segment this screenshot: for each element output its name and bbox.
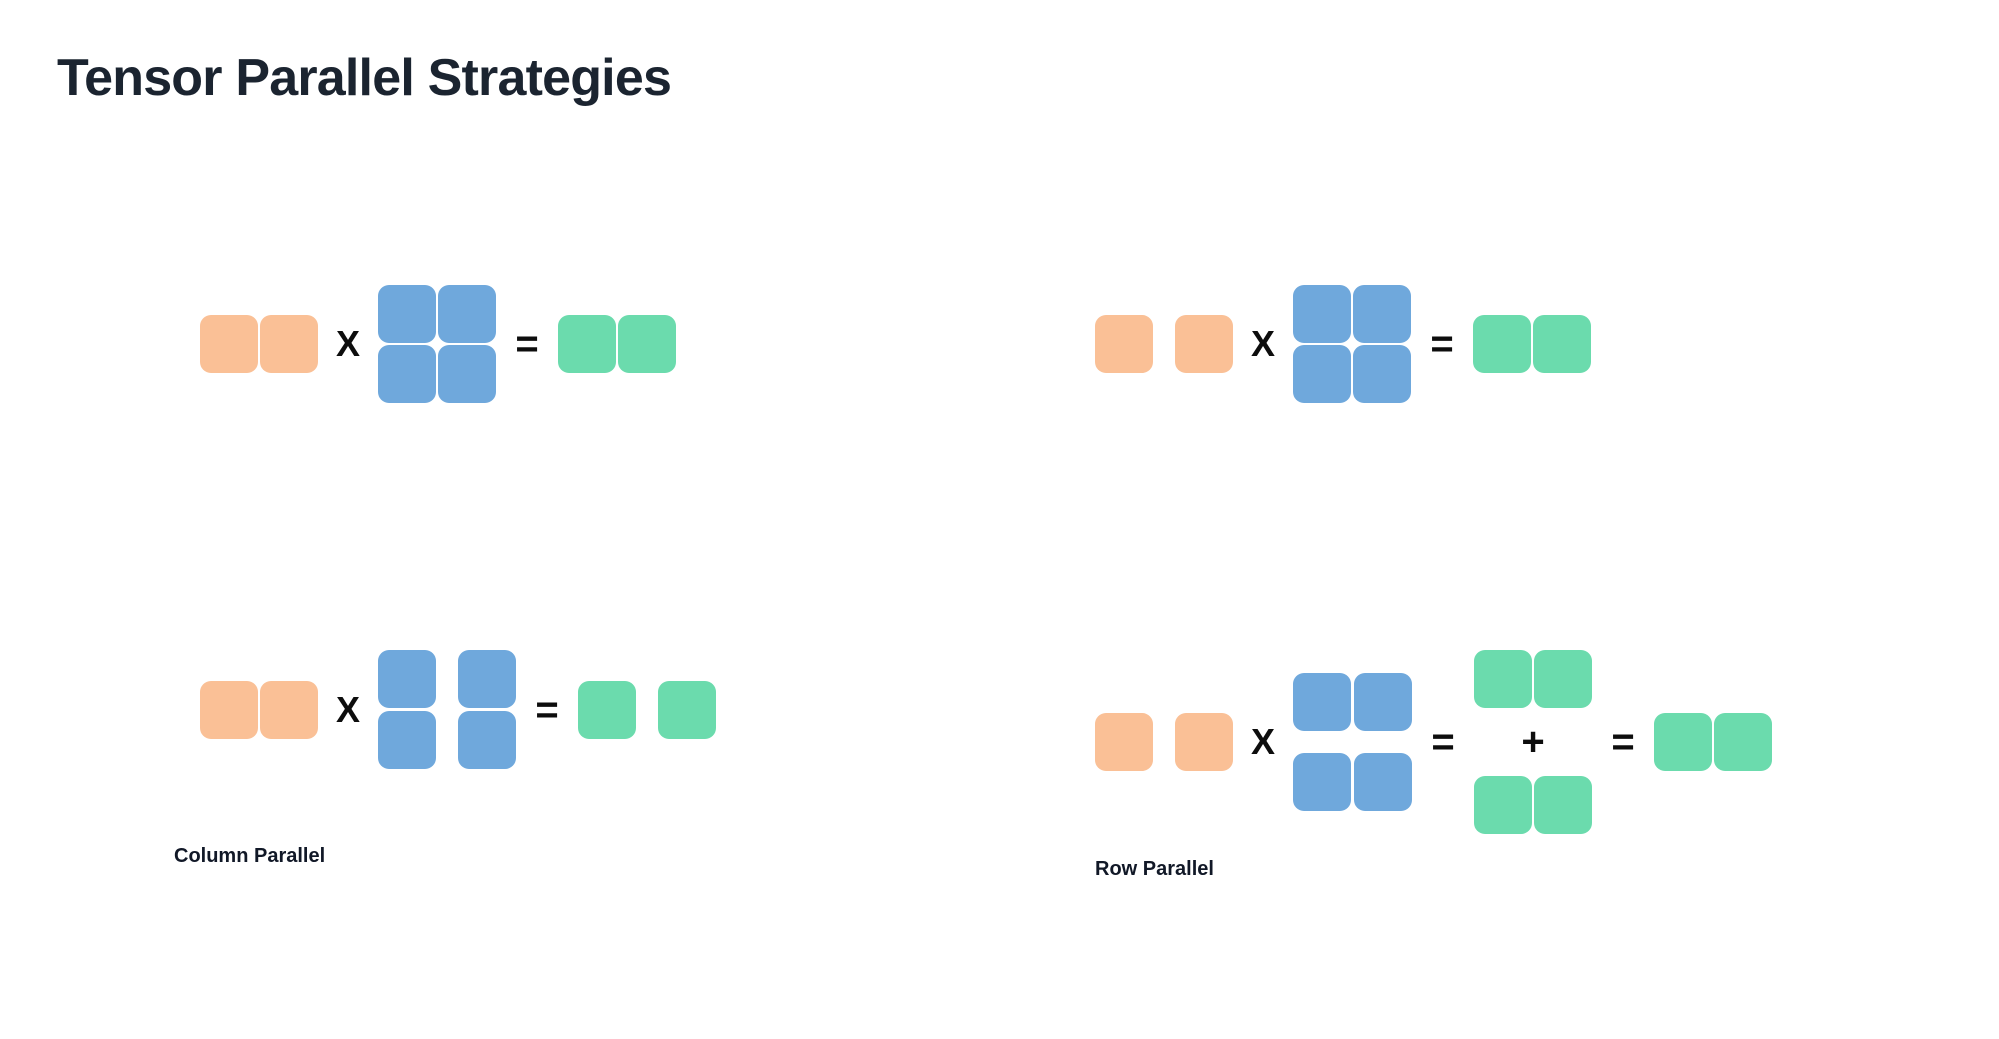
multiply-operator: X bbox=[335, 323, 360, 364]
matrix-cell-orange bbox=[1175, 713, 1233, 771]
matrix-cell-blue bbox=[378, 711, 436, 769]
matrix-cell-green bbox=[658, 680, 716, 739]
weight-matrix-blue-row-split bbox=[1293, 673, 1412, 811]
matrix-cell-blue bbox=[1354, 673, 1412, 731]
matrix-cell-blue bbox=[438, 285, 496, 343]
matrix-cell-blue bbox=[1353, 285, 1411, 343]
caption-column-parallel: Column Parallel bbox=[174, 845, 326, 867]
matrix-cell-orange bbox=[1175, 315, 1233, 373]
output-matrix-green-column-split bbox=[578, 680, 716, 739]
matrix-cell-green bbox=[618, 315, 676, 373]
equals-operator: = bbox=[1430, 322, 1454, 366]
matrix-cell-green bbox=[1654, 713, 1712, 771]
input-matrix-orange bbox=[200, 680, 318, 739]
matrix-cell-green bbox=[558, 315, 616, 373]
matrix-cell-green bbox=[1534, 650, 1592, 708]
matrix-cell-green bbox=[1474, 650, 1532, 708]
equals-operator: = bbox=[1431, 720, 1455, 764]
partial-sums-group: + bbox=[1474, 650, 1592, 834]
matrix-cell-green bbox=[1714, 713, 1772, 771]
matrix-cell-blue bbox=[1293, 345, 1351, 403]
diagram-bottom-right-row-parallel: X = + = bbox=[1095, 650, 1772, 834]
diagram-top-left: X = bbox=[200, 285, 676, 403]
page-title: Tensor Parallel Strategies bbox=[57, 49, 672, 107]
output-matrix-green bbox=[558, 315, 676, 373]
multiply-operator: X bbox=[1250, 721, 1275, 762]
matrix-cell-blue bbox=[378, 650, 436, 708]
output-matrix-green bbox=[1654, 713, 1772, 771]
weight-matrix-blue bbox=[1293, 285, 1411, 403]
matrix-cell-orange bbox=[1095, 315, 1153, 373]
matrix-cell-blue bbox=[458, 711, 516, 769]
matrix-cell-blue bbox=[1353, 345, 1411, 403]
matrix-cell-orange bbox=[1095, 713, 1153, 771]
input-matrix-orange bbox=[200, 315, 318, 373]
matrix-cell-blue bbox=[458, 650, 516, 708]
equals-operator: = bbox=[515, 322, 539, 366]
equals-operator: = bbox=[535, 687, 559, 732]
partial-sum-matrix-green bbox=[1474, 650, 1592, 708]
plus-operator: + bbox=[1521, 720, 1545, 764]
output-matrix-green bbox=[1473, 315, 1591, 373]
matrix-cell-blue bbox=[1293, 673, 1351, 731]
matrix-cell-orange bbox=[260, 680, 318, 739]
weight-matrix-blue-column-split bbox=[378, 650, 516, 769]
matrix-cell-blue bbox=[378, 285, 436, 343]
input-matrix-orange bbox=[1095, 315, 1233, 373]
matrix-cell-orange bbox=[260, 315, 318, 373]
matrix-cell-blue bbox=[1293, 753, 1351, 811]
multiply-operator: X bbox=[335, 688, 360, 730]
partial-sum-matrix-green bbox=[1474, 776, 1592, 834]
matrix-cell-green bbox=[1474, 776, 1532, 834]
matrix-cell-green bbox=[1533, 315, 1591, 373]
diagram-bottom-left-column-parallel: X = bbox=[200, 650, 716, 769]
matrix-cell-green bbox=[1534, 776, 1592, 834]
diagram-top-right: X = bbox=[1095, 285, 1591, 403]
caption-row-parallel: Row Parallel bbox=[1095, 858, 1214, 880]
weight-matrix-blue bbox=[378, 285, 496, 403]
matrix-cell-orange bbox=[200, 680, 258, 739]
matrix-cell-blue bbox=[1354, 753, 1412, 811]
matrix-cell-blue bbox=[1293, 285, 1351, 343]
matrix-cell-orange bbox=[200, 315, 258, 373]
matrix-cell-green bbox=[578, 680, 636, 739]
equals-operator: = bbox=[1611, 720, 1635, 764]
matrix-cell-green bbox=[1473, 315, 1531, 373]
input-matrix-orange-column-split bbox=[1095, 713, 1233, 771]
matrix-cell-blue bbox=[378, 345, 436, 403]
matrix-cell-blue bbox=[438, 345, 496, 403]
multiply-operator: X bbox=[1250, 323, 1275, 364]
